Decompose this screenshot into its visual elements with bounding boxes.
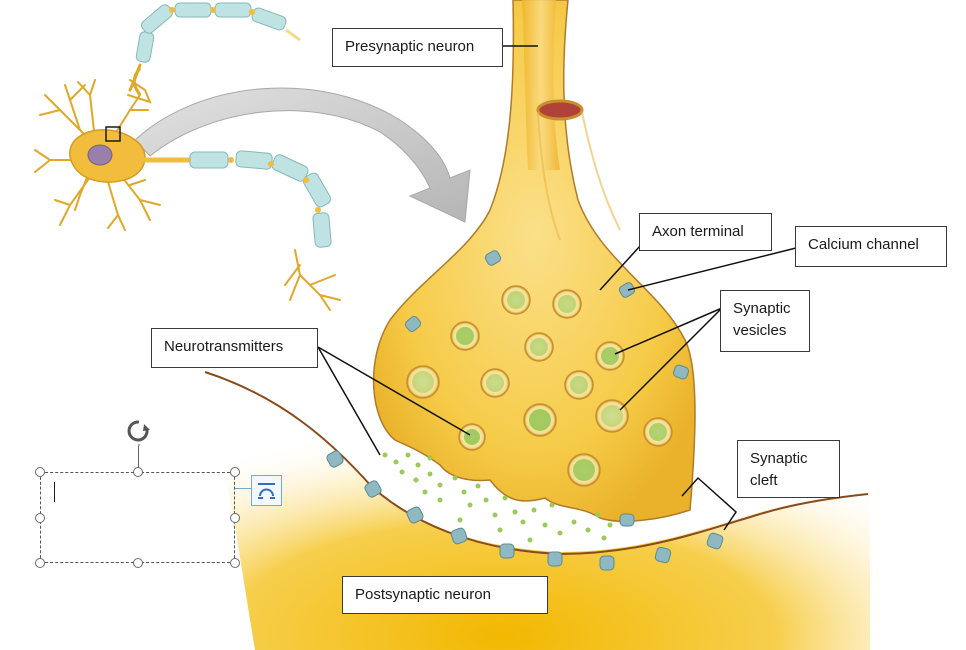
resize-handle-right[interactable] xyxy=(230,513,240,523)
label-presynaptic-neuron: Presynaptic neuron xyxy=(332,28,503,67)
layout-connector xyxy=(235,488,251,489)
postsynaptic-membrane xyxy=(204,371,869,556)
leader-lines xyxy=(317,45,797,531)
resize-handle-bottom-left[interactable] xyxy=(35,558,45,568)
label-postsynaptic-neuron: Postsynaptic neuron xyxy=(342,576,548,614)
resize-handle-top-left[interactable] xyxy=(35,467,45,477)
resize-handle-left[interactable] xyxy=(35,513,45,523)
axon-cut-end xyxy=(536,99,584,121)
layout-options-icon xyxy=(258,483,275,499)
layout-options-button[interactable] xyxy=(251,475,282,506)
neurotransmitter-particles xyxy=(382,452,613,543)
label-neurotransmitters: Neurotransmitters xyxy=(151,328,318,368)
myelin-sheath xyxy=(135,2,332,248)
zoom-marker xyxy=(105,126,121,142)
rotate-connector xyxy=(138,446,139,468)
neuron-overview xyxy=(34,63,341,311)
label-synaptic-vesicles: Synaptic vesicles xyxy=(720,290,810,352)
presynaptic-channels xyxy=(404,250,690,527)
label-axon-terminal: Axon terminal xyxy=(639,213,772,251)
postsynaptic-receptors xyxy=(326,450,724,571)
rotate-icon[interactable] xyxy=(124,418,154,446)
resize-handle-bottom[interactable] xyxy=(133,558,143,568)
axon-shaft xyxy=(522,0,560,170)
resize-handle-top[interactable] xyxy=(133,467,143,477)
nodes-of-ranvier xyxy=(169,7,321,213)
zoom-arrow xyxy=(134,87,471,223)
resize-handle-bottom-right[interactable] xyxy=(230,558,240,568)
label-synaptic-cleft: Synaptic cleft xyxy=(737,440,840,498)
label-calcium-channel: Calcium channel xyxy=(795,226,947,267)
presynaptic-terminal xyxy=(372,0,696,522)
resize-handle-top-right[interactable] xyxy=(230,467,240,477)
selected-text-box[interactable] xyxy=(40,472,235,563)
text-cursor xyxy=(54,482,55,502)
neuron-nucleus xyxy=(87,144,113,166)
